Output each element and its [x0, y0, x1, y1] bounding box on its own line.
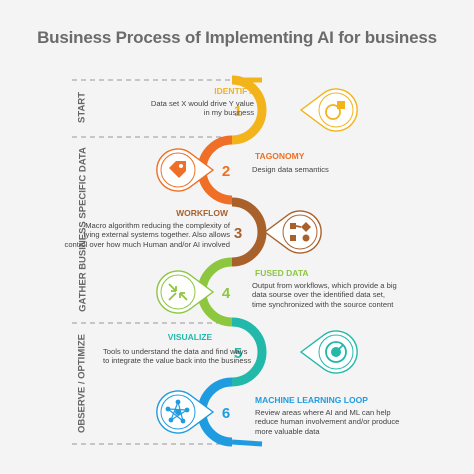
step-number-5: 5	[234, 345, 242, 362]
step-3-description: Macro algorithm reducing the complexity …	[64, 221, 230, 249]
gauge-icon	[299, 330, 358, 374]
step-6-title: MACHINE LEARNING LOOP	[255, 395, 368, 405]
step-5-title: VISUALIZE	[167, 332, 213, 342]
step-number-2: 2	[222, 163, 230, 180]
icon-badges	[156, 88, 358, 434]
step-1-title: IDENTIFY	[214, 86, 253, 96]
snake-segment-3	[231, 197, 267, 267]
snake-segment-1	[231, 75, 267, 145]
phase-label-observe: OBSERVE / OPTIMIZE	[76, 333, 88, 434]
step-4-title: FUSED DATA	[255, 268, 309, 278]
network-icon	[156, 390, 215, 434]
step-3-title: WORKFLOW	[176, 208, 228, 218]
step-number-3: 3	[234, 225, 242, 242]
step-2-title: TAGONOMY	[255, 151, 305, 161]
step-5-description: Tools to understand the data and find wa…	[103, 347, 252, 366]
workflow-diagram-icon	[263, 210, 322, 254]
step-numbers: 1 2 3 4 5 6	[222, 103, 242, 422]
snake-segment-5	[231, 317, 267, 387]
step-4-description: Output from workflows, which provide a b…	[252, 281, 397, 309]
gear-puzzle-icon	[299, 88, 358, 132]
tag-icon	[156, 148, 215, 192]
page-title: Business Process of Implementing AI for …	[37, 28, 437, 47]
merge-arrows-icon	[156, 270, 215, 314]
step-2-description: Design data semantics	[252, 165, 329, 174]
step-number-4: 4	[222, 285, 231, 302]
snake-path	[197, 75, 267, 447]
step-number-6: 6	[222, 405, 230, 422]
step-number-1: 1	[234, 103, 242, 120]
